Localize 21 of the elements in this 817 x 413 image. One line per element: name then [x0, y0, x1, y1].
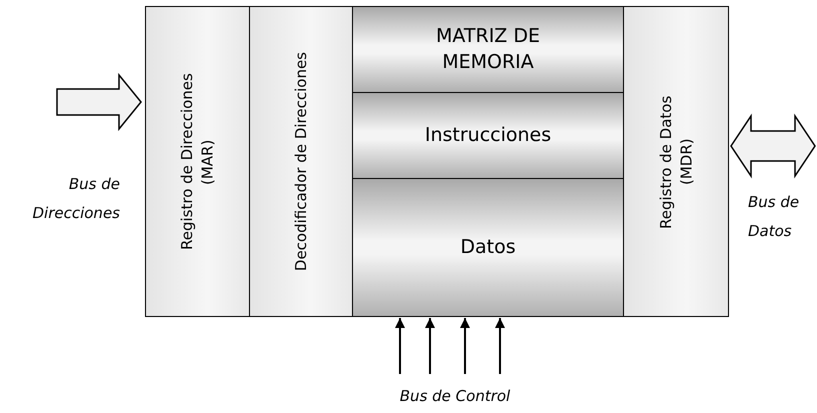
- block-label: Registro de Datos (MDR): [656, 94, 696, 230]
- hollow-arrow: [56, 72, 142, 132]
- block-label: Registro de Direcciones (MAR): [177, 72, 218, 252]
- memory-section-cell: [352, 178, 624, 317]
- block-label: Datos: [460, 234, 516, 260]
- arrow: [495, 318, 505, 374]
- double-hollow-arrow: [730, 114, 816, 178]
- block-label: Instrucciones: [424, 122, 552, 148]
- register-column: [145, 6, 250, 317]
- memory-array-cell: [352, 6, 624, 93]
- block-label: Decodificador de Direcciones: [290, 52, 311, 272]
- arrow: [425, 318, 435, 374]
- arrow: [395, 318, 405, 374]
- register-column: [623, 6, 729, 317]
- bus-label: Bus de Direcciones: [31, 174, 120, 224]
- bus-label: Bus de Control: [398, 386, 512, 407]
- decoder-column: [249, 6, 353, 317]
- memory-section-cell: [352, 92, 624, 179]
- arrow: [460, 318, 470, 374]
- block-label: MATRIZ DE MEMORIA: [434, 24, 542, 74]
- bus-label: Bus de Datos: [748, 192, 800, 242]
